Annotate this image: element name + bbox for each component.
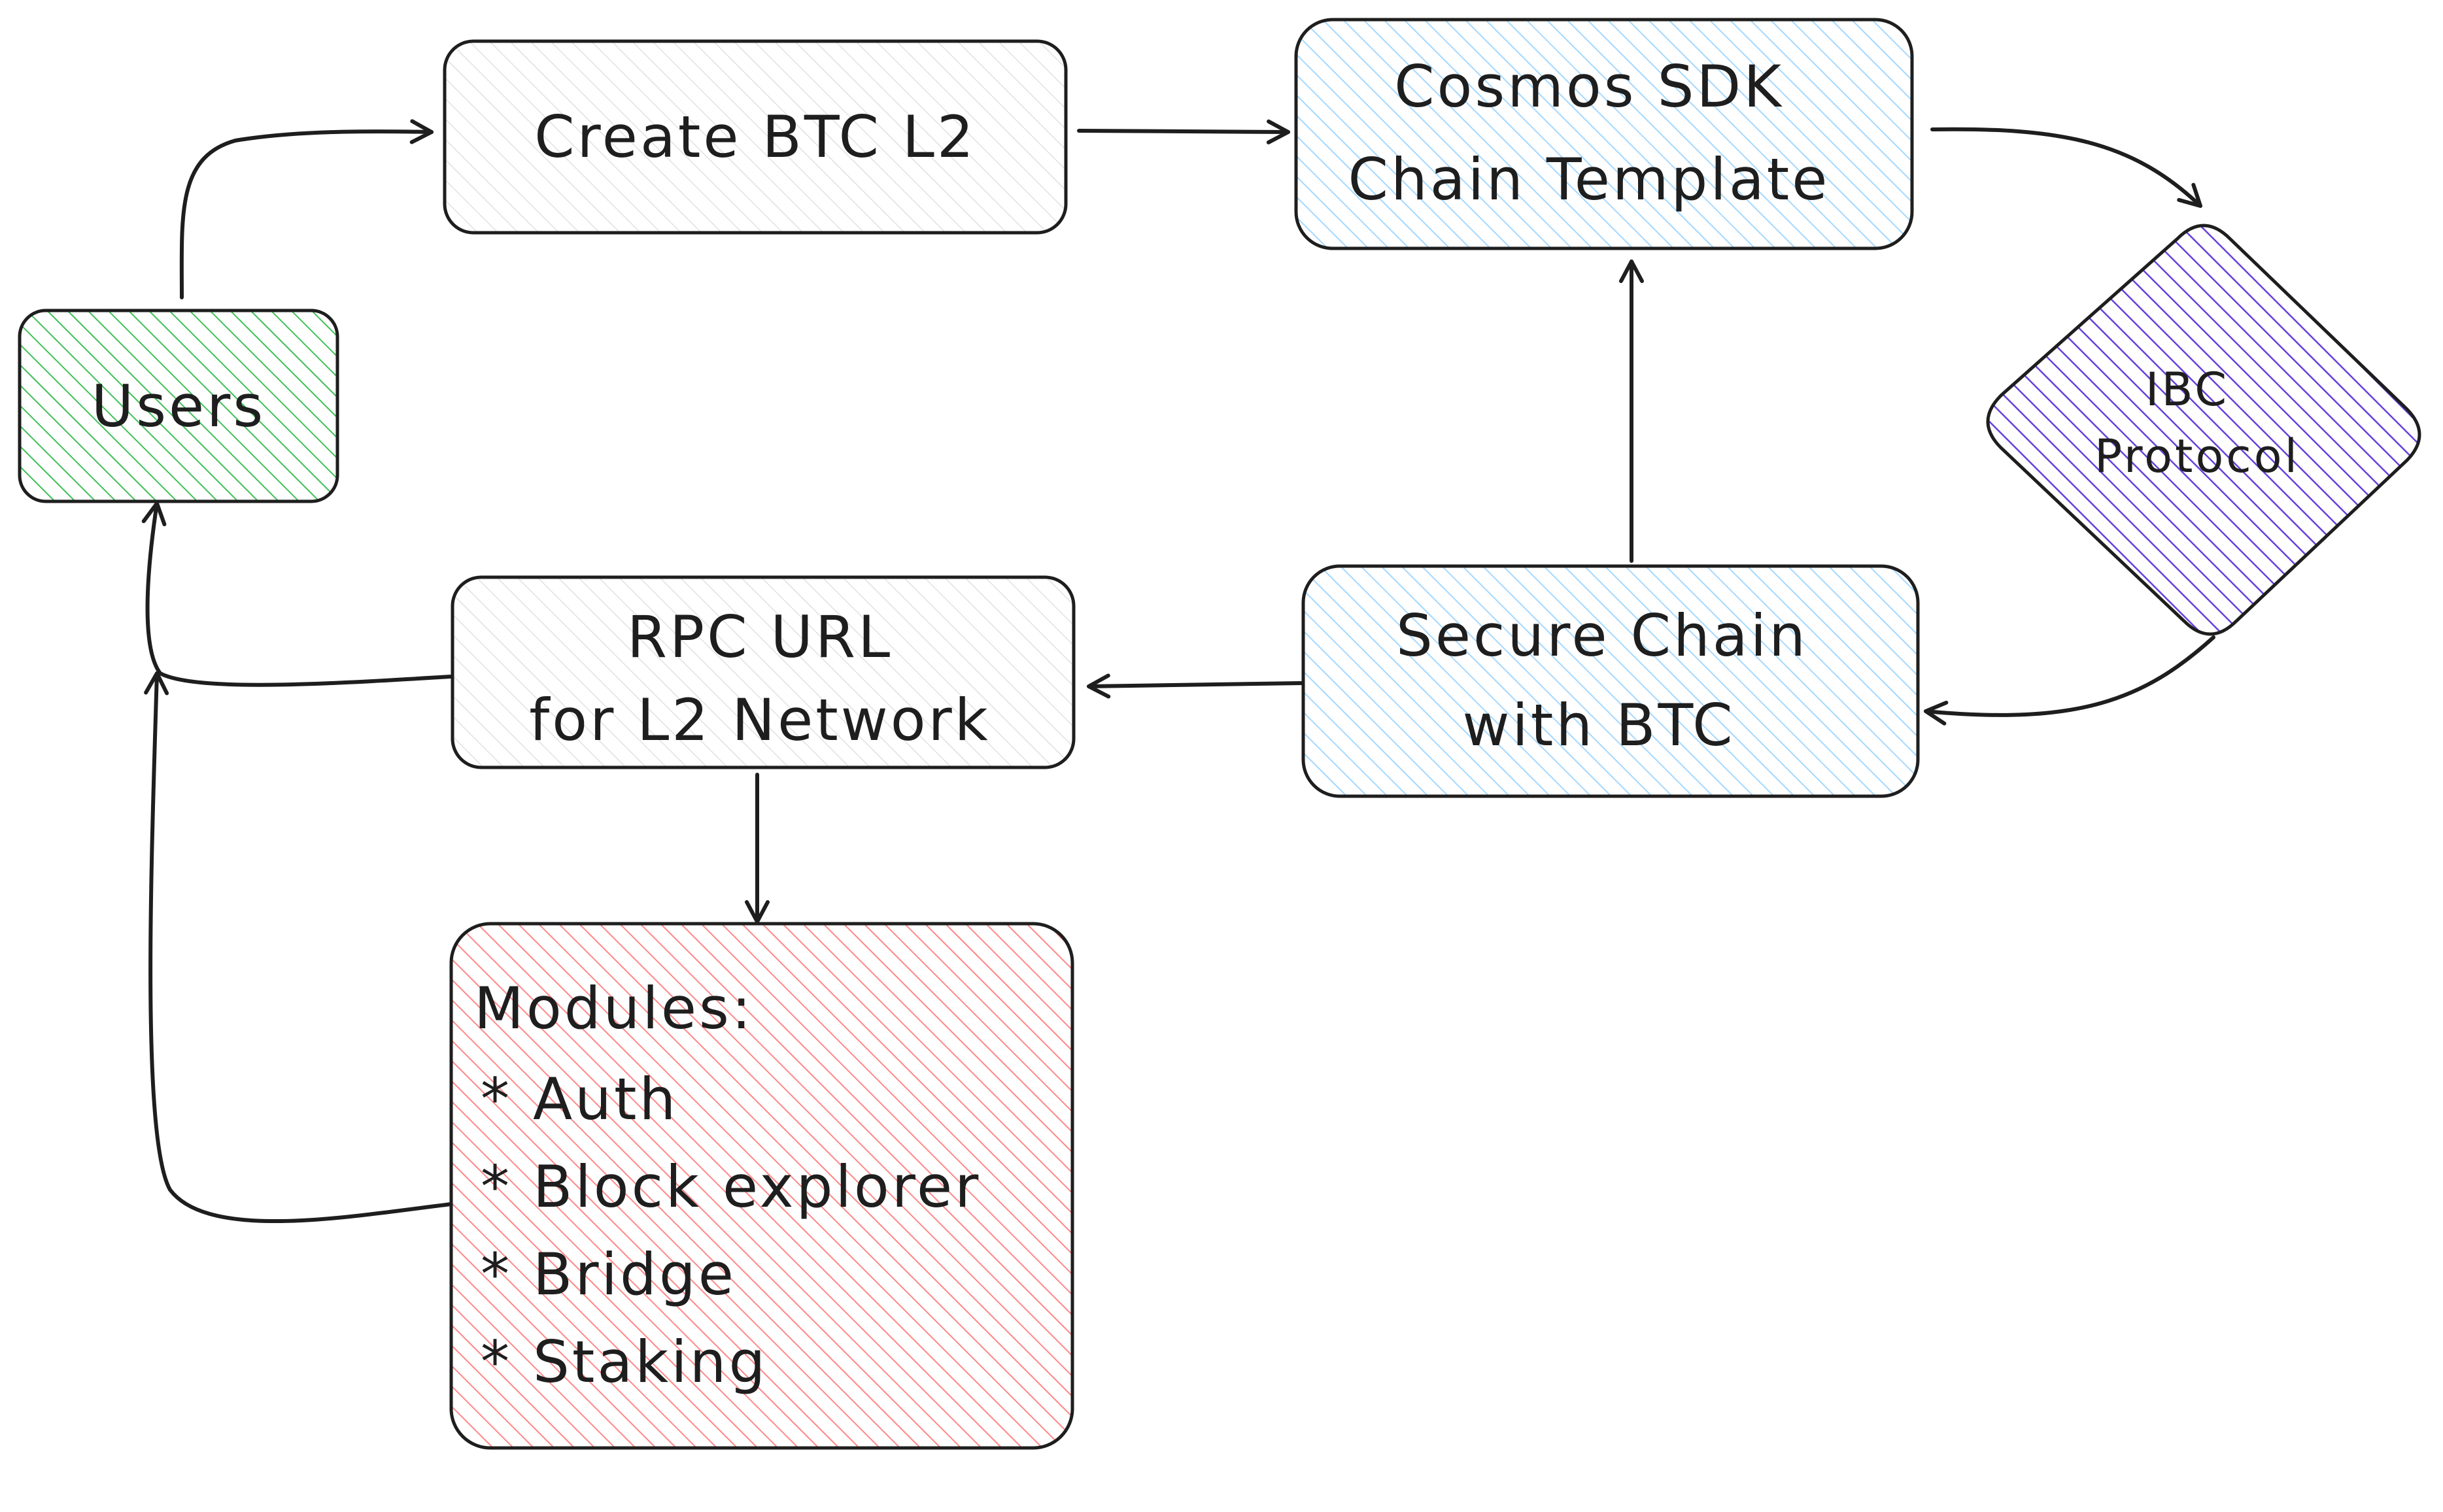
node-modules-title: Modules: <box>474 975 753 1042</box>
node-secure-chain-line1: Secure Chain <box>1396 602 1808 669</box>
arrow-secure-to-rpc <box>1087 673 1303 699</box>
node-create-btc-l2[interactable]: Create BTC L2 <box>443 39 1068 235</box>
node-ibc-protocol-line1: IBC <box>2145 363 2229 416</box>
node-users-label: Users <box>92 373 265 440</box>
node-rpc-url-line1: RPC URL <box>627 603 893 671</box>
node-modules-item: * Block explorer <box>481 1153 981 1220</box>
node-modules-item: * Staking <box>481 1328 768 1396</box>
node-modules-item: * Bridge <box>481 1241 736 1308</box>
node-secure-chain-line2: with BTC <box>1462 692 1735 759</box>
node-ibc-protocol-line2: Protocol <box>2094 429 2300 483</box>
node-cosmos-sdk-line2: Chain Template <box>1348 146 1830 213</box>
node-ibc-protocol[interactable]: IBC Protocol <box>1986 224 2421 636</box>
arrow-cosmos-to-ibc <box>1930 127 2202 208</box>
arrow-rpc-to-users <box>141 501 453 687</box>
node-users[interactable]: Users <box>18 309 339 503</box>
node-modules[interactable]: Modules: * Auth * Block explorer * Bridg… <box>449 922 1074 1450</box>
arrow-create-to-cosmos <box>1077 119 1290 144</box>
node-rpc-url[interactable]: RPC URL for L2 Network <box>451 575 1076 769</box>
node-secure-chain[interactable]: Secure Chain with BTC <box>1301 564 1920 798</box>
arrow-ibc-to-secure <box>1924 635 2215 726</box>
node-modules-item: * Auth <box>481 1066 678 1133</box>
connectors <box>141 119 2215 1224</box>
node-cosmos-sdk[interactable]: Cosmos SDK Chain Template <box>1294 18 1914 250</box>
arrow-modules-to-users <box>144 671 453 1224</box>
node-create-btc-l2-label: Create BTC L2 <box>534 103 976 171</box>
node-cosmos-sdk-line1: Cosmos SDK <box>1394 53 1784 120</box>
arrow-users-to-create <box>179 119 434 299</box>
node-rpc-url-line2: for L2 Network <box>529 686 990 754</box>
